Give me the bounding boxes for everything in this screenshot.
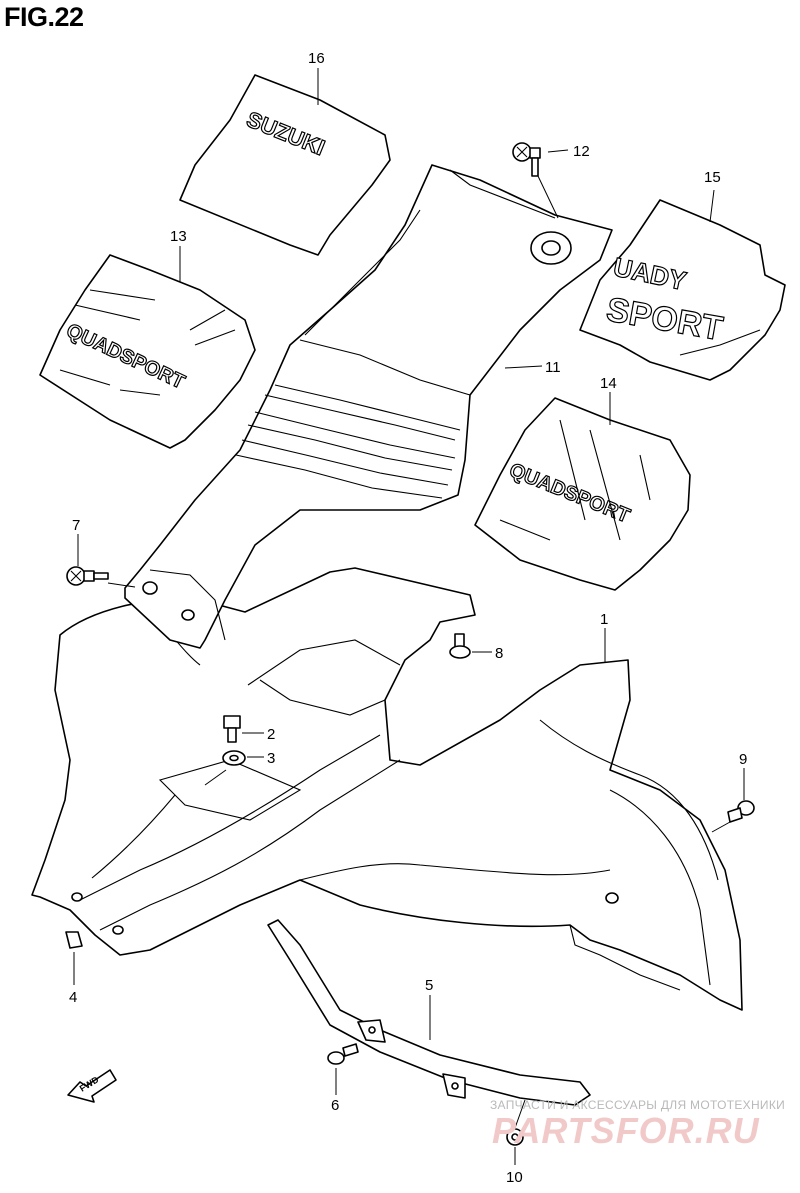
- watermark-logo: PARTSFOR.RU: [492, 1110, 760, 1151]
- part-1-front-fender: [31, 567, 743, 1011]
- part-11-front-cover: [124, 164, 613, 649]
- part-3-washer: [222, 750, 246, 766]
- callout-2: 2: [267, 726, 275, 743]
- part-9-bolt: [727, 800, 755, 823]
- part-4-clip: [65, 931, 83, 949]
- leader-lines: [73, 68, 745, 1165]
- figure-title: FIG.22: [4, 2, 84, 32]
- callout-5: 5: [425, 977, 433, 994]
- callout-9: 9: [739, 751, 747, 768]
- callout-4: 4: [69, 989, 77, 1006]
- callout-14: 14: [600, 375, 617, 392]
- part-13-decal-quadsport: QUADSPORT: [39, 254, 256, 449]
- part-12-screw: [512, 142, 541, 177]
- part-7-screw: [66, 566, 109, 586]
- callout-8: 8: [495, 645, 503, 662]
- callout-3: 3: [267, 750, 275, 767]
- part-14-decal-quadsport: QUADSPORT: [474, 397, 691, 591]
- part-15-decal-quadsport: UADY SPORT: [579, 199, 786, 381]
- callout-12: 12: [573, 143, 590, 160]
- part-5-bracket: [267, 919, 591, 1106]
- callout-15: 15: [704, 169, 721, 186]
- callout-numbers: 16 12 15 13 11 14 7 1 8 2 3 9 4 5 6 10: [69, 50, 747, 1186]
- callout-11: 11: [545, 359, 561, 376]
- part-8-bolt: [449, 633, 471, 659]
- callout-16: 16: [308, 50, 325, 67]
- callout-1: 1: [600, 611, 608, 628]
- part-10-nut: [506, 1128, 524, 1146]
- callout-6: 6: [331, 1097, 339, 1114]
- part-6-bolt: [327, 1043, 359, 1065]
- callout-13: 13: [170, 228, 187, 245]
- fwd-arrow-icon: FWD: [67, 1069, 117, 1103]
- part-16-decal-suzuki: SUZUKI: [179, 74, 391, 256]
- part-2-bolt: [223, 715, 241, 743]
- callout-7: 7: [72, 517, 80, 534]
- callout-10: 10: [506, 1169, 523, 1186]
- watermark-subtitle: ЗАПЧАСТИ И АКСЕССУАРЫ ДЛЯ МОТОТЕХНИКИ: [490, 1098, 786, 1112]
